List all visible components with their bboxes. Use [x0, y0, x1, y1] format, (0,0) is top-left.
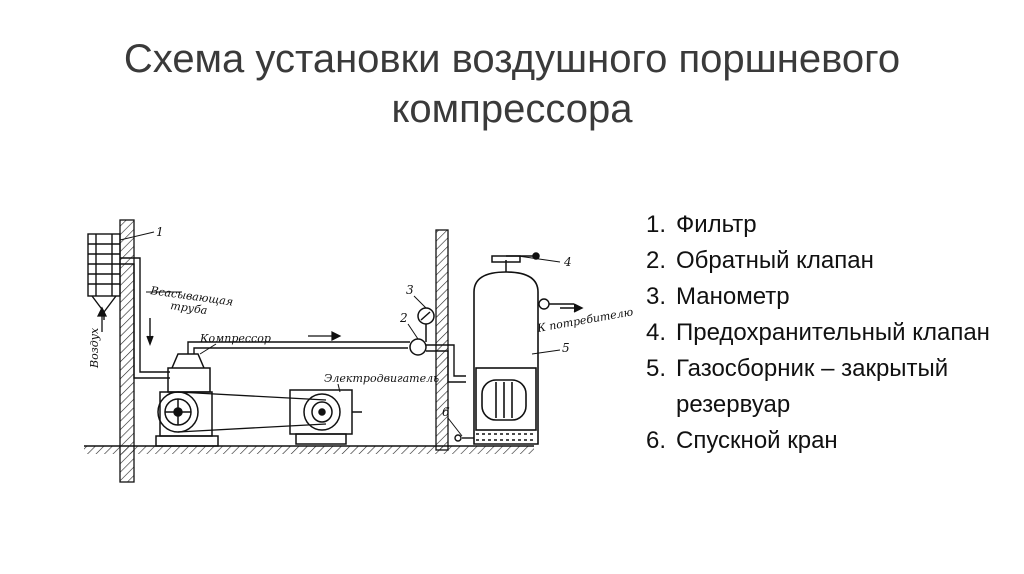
legend-item-number: 2. [646, 247, 667, 274]
compressor-installation-diagram: 1 2 3 4 5 6 Всасывающая труба Компрессор… [84, 219, 634, 483]
label-number-6: 6 [442, 405, 450, 419]
legend-item-text: Фильтр [676, 211, 757, 238]
legend-item-number: 5. [646, 355, 667, 382]
title-line-1: Схема установки воздушного поршневого [123, 37, 901, 81]
label-number-3: 3 [406, 283, 414, 297]
legend-item-number: 1. [646, 211, 667, 238]
legend-item: 3. Манометр [646, 279, 1016, 315]
title-line-2: компрессора [391, 87, 633, 131]
label-number-5: 5 [562, 341, 570, 355]
flow-arrow [308, 331, 342, 341]
label-number-4: 4 [563, 255, 572, 269]
air-inlet-arrow [96, 306, 108, 332]
legend-item: 4. Предохранительный клапан [646, 315, 1016, 351]
label-compressor: Компрессор [199, 332, 271, 345]
legend-list: 1. Фильтр 2. Обратный клапан 3. Манометр 4.… [646, 207, 1016, 459]
outlet-pipe [538, 298, 584, 313]
pressure-gauge [417, 307, 435, 342]
check-valve [409, 338, 427, 356]
legend-item-text: Манометр [676, 283, 790, 310]
floor [84, 445, 534, 454]
legend-item-text: Газосборник – закрытый резервуар [676, 355, 949, 418]
drain-valve [454, 434, 474, 442]
slide-title: Схема установки воздушного поршневого ко… [60, 34, 964, 134]
intake-pipe [120, 257, 170, 379]
left-wall [119, 219, 135, 483]
label-air: Воздух [88, 327, 101, 369]
legend-item-number: 6. [646, 427, 667, 454]
legend-item: 1. Фильтр [646, 207, 1016, 243]
drive-belt [177, 391, 327, 433]
legend-item: 5. Газосборник – закрытый резервуар [646, 351, 1016, 423]
leader-lines [119, 231, 561, 437]
right-wall [435, 229, 449, 451]
air-receiver-tank [473, 271, 539, 445]
legend-item-number: 4. [646, 319, 667, 346]
label-number-2: 2 [399, 311, 408, 325]
electric-motor [289, 389, 362, 445]
legend-item: 2. Обратный клапан [646, 243, 1016, 279]
filter [87, 233, 121, 320]
discharge-pipe [187, 341, 466, 383]
legend-item-text: Предохранительный клапан [676, 319, 990, 346]
label-intake-pipe-line2: труба [170, 299, 209, 317]
safety-valve [491, 252, 540, 272]
label-number-1: 1 [156, 225, 164, 239]
legend-item: 6. Спускной кран [646, 423, 1016, 459]
label-motor: Электродвигатель [324, 372, 439, 385]
label-to-consumer: К потребителю [535, 305, 634, 335]
legend-item-text: Обратный клапан [676, 247, 874, 274]
compressor [155, 353, 219, 447]
legend-item-text: Спускной кран [676, 427, 838, 454]
legend-item-number: 3. [646, 283, 667, 310]
